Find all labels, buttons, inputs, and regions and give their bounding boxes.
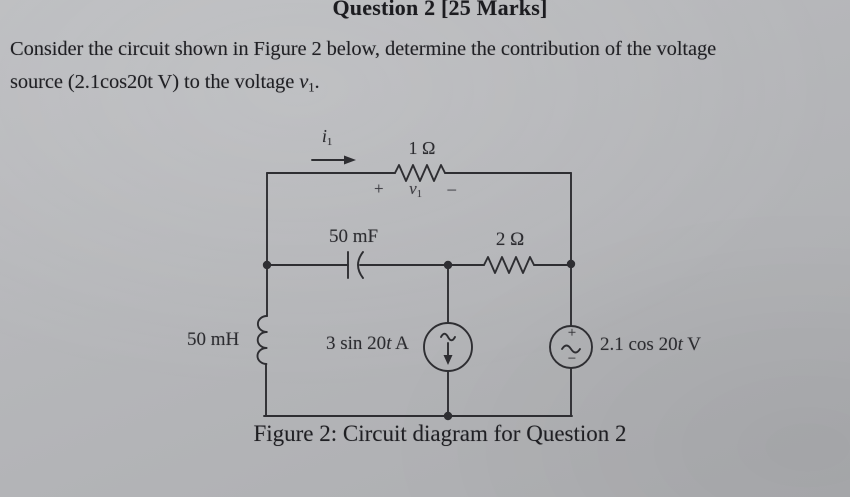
- junction-dot-left: [262, 260, 272, 270]
- current-symbol-subscript: 1: [326, 136, 333, 149]
- current-symbol: i: [322, 126, 327, 146]
- current-source-label-suffix: A: [391, 333, 409, 354]
- junction-dot-right: [566, 259, 576, 269]
- current-arrow-label: i1: [322, 126, 332, 148]
- voltage-symbol-subscript: 1: [308, 80, 315, 95]
- capacitor-icon: [347, 251, 364, 279]
- v1-symbol: v: [409, 179, 417, 198]
- question-text-line2-suffix: .: [314, 71, 320, 93]
- voltage-source-label-prefix: 2.1 cos 20: [600, 334, 678, 355]
- question-text-line1: Consider the circuit shown in Figure 2 b…: [10, 38, 717, 60]
- voltage-source-label-t: t: [677, 334, 683, 355]
- question-title: Question 2 [25 Marks]: [332, 0, 548, 20]
- voltage-source-plus-sign: +: [567, 325, 577, 341]
- question-text-line2: source (2.1cos20t V) to the voltage v1.: [10, 71, 840, 96]
- junction-dot-bottom: [443, 411, 453, 421]
- junction-dot-center: [443, 260, 453, 270]
- current-source-label-t: t: [386, 333, 392, 354]
- voltage-symbol: v: [299, 71, 309, 93]
- voltage-source-label: 2.1 cos 20t V: [600, 334, 701, 356]
- resistor-1ohm-label: 1 Ω: [408, 138, 436, 158]
- current-arrow-icon: [311, 155, 356, 165]
- figure-caption: Figure 2: Circuit diagram for Question 2: [253, 421, 627, 446]
- v1-plus-sign: +: [374, 179, 384, 198]
- voltage-source-label-suffix: V: [682, 334, 701, 355]
- v1-symbol-group: v1: [409, 179, 422, 200]
- current-source-icon: [423, 322, 473, 372]
- v1-symbol-subscript: 1: [416, 188, 422, 200]
- current-source-label-prefix: 3 sin 20: [326, 333, 387, 354]
- resistor-2ohm-icon: [483, 256, 535, 274]
- v1-minus-sign: –: [447, 179, 457, 198]
- voltage-source-minus-sign: −: [567, 351, 577, 367]
- v1-polarity-labels: + v1 –: [374, 179, 456, 200]
- resistor-1ohm-icon: [394, 164, 446, 182]
- inductor-label: 50 mH: [187, 329, 240, 350]
- inductor-icon: [256, 315, 268, 365]
- question-text-line2-prefix: source (2.1cos20t V) to the voltage: [10, 71, 300, 93]
- current-source-label: 3 sin 20t A: [326, 333, 409, 355]
- capacitor-label: 50 mF: [329, 226, 379, 247]
- resistor-2ohm-label: 2 Ω: [495, 229, 525, 250]
